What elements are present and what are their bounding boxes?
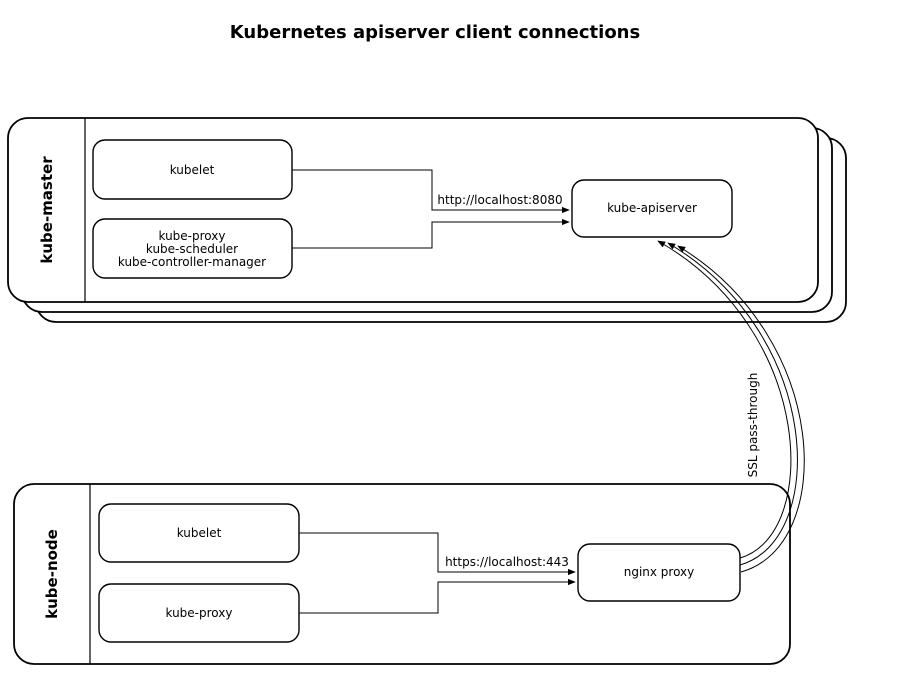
kube-apiserver-label: kube-apiserver: [607, 201, 697, 215]
master-proxy-label-line3: kube-controller-manager: [118, 255, 266, 269]
edge-ssl-2: [667, 242, 798, 566]
https-localhost-443-label: https://localhost:443: [445, 555, 569, 569]
edge-node-kubelet-to-nginx: [299, 532, 576, 576]
ssl-pass-through-edges: SSL pass-through: [657, 240, 805, 573]
nginx-proxy-node: [577, 543, 741, 602]
edge-master-proxy-to-apiserver: [292, 218, 570, 249]
edge-master-kubelet-to-apiserver: [292, 169, 570, 214]
master-proxy-label-line1: kube-proxy: [159, 229, 226, 243]
master-proxy-label-line2: kube-scheduler: [146, 242, 238, 256]
edge-ssl-1: [657, 240, 792, 559]
kube-node-group-label: kube-node: [43, 529, 61, 619]
edge-ssl-3: [677, 245, 805, 573]
http-localhost-8080-label: http://localhost:8080: [437, 193, 562, 207]
kube-master-group: kube-master kubelet kube-proxy kube-sche…: [7, 117, 847, 323]
edge-node-proxy-to-nginx: [299, 578, 576, 614]
kube-apiserver-node: [571, 179, 733, 238]
nginx-proxy-label: nginx proxy: [624, 565, 695, 579]
diagram-title: Kubernetes apiserver client connections: [230, 22, 640, 43]
node-kubelet-label: kubelet: [177, 526, 222, 540]
ssl-pass-through-label: SSL pass-through: [746, 373, 760, 478]
master-kubelet-label: kubelet: [170, 163, 215, 177]
kube-master-group-label: kube-master: [38, 156, 56, 264]
kube-node-group: kube-node kubelet kube-proxy nginx proxy…: [13, 483, 791, 665]
node-kube-proxy-label: kube-proxy: [166, 606, 233, 620]
